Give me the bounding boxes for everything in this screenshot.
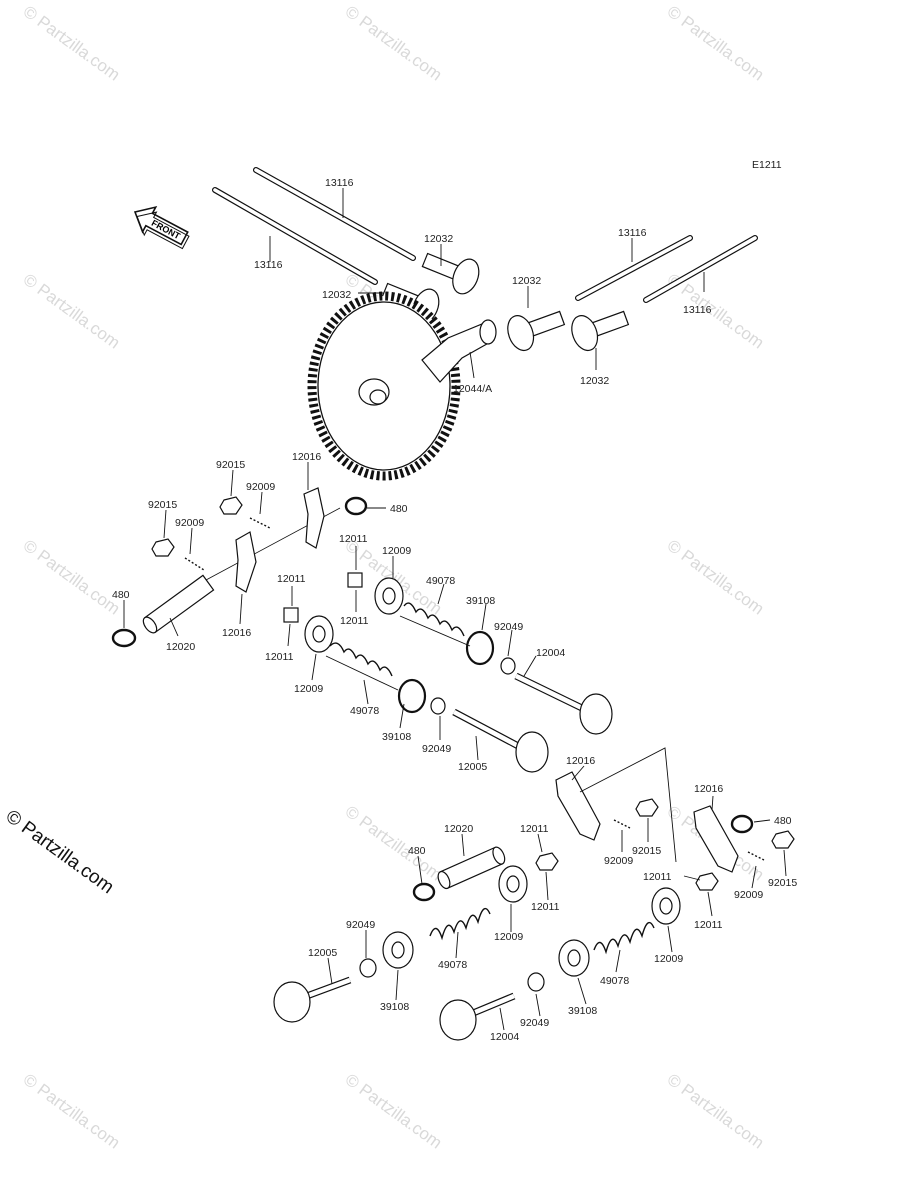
- valve-group-lower: [273, 865, 681, 1041]
- front-arrow: FRONT: [133, 205, 190, 250]
- label-adjusting-screw: 92009: [604, 855, 633, 867]
- watermark: © Partzilla.com: [20, 536, 124, 619]
- label-adjusting-screw: 92009: [734, 889, 763, 901]
- diagram-code: E1211: [752, 159, 782, 171]
- watermark: © Partzilla.com: [20, 270, 124, 353]
- label-stem-seal: 92049: [520, 1017, 549, 1029]
- watermark: © Partzilla.com: [342, 1070, 446, 1153]
- label-circlip: 480: [390, 503, 408, 515]
- watermark: © Partzilla.com: [20, 1070, 124, 1153]
- label-stem-seal: 92049: [494, 621, 523, 633]
- label-spring-seat: 39108: [466, 595, 495, 607]
- label-rocker-arm: 12016: [566, 755, 595, 767]
- label-valve-spring: 49078: [350, 705, 379, 717]
- valve-group-upper: [304, 577, 613, 773]
- label-spring-seat: 39108: [382, 731, 411, 743]
- label-stem-seal: 92049: [422, 743, 451, 755]
- label-adjusting-screw: 92009: [246, 481, 275, 493]
- label-spring-seat: 39108: [380, 1001, 409, 1013]
- watermark: © Partzilla.com: [342, 802, 446, 885]
- label-valve-spring: 49078: [438, 959, 467, 971]
- label-lifter: 12032: [322, 289, 351, 301]
- label-valve-spring: 49078: [600, 975, 629, 987]
- label-spring-seat: 39108: [568, 1005, 597, 1017]
- label-pivot: 12011: [531, 901, 560, 913]
- label-pushrod: 13116: [618, 227, 647, 239]
- label-nut: 92015: [768, 877, 797, 889]
- label-pivot: 12011: [265, 651, 294, 663]
- rocker-assembly-lower: [412, 747, 795, 902]
- label-pivot: 12011: [694, 919, 723, 931]
- label-stem-seal: 92049: [346, 919, 375, 931]
- label-spring-retainer: 12009: [382, 545, 411, 557]
- label-pivot: 12011: [520, 823, 549, 835]
- label-nut: 92015: [148, 499, 177, 511]
- label-pivot: 12011: [340, 615, 369, 627]
- label-nut: 92015: [216, 459, 245, 471]
- watermark: © Partzilla.com: [20, 2, 124, 85]
- watermark: © Partzilla.com: [664, 2, 768, 85]
- pushrods: [212, 167, 758, 303]
- watermark: © Partzilla.com: [342, 2, 446, 85]
- rocker-assembly-upper: [111, 487, 368, 648]
- label-rocker-arm: 12016: [222, 627, 251, 639]
- label-rocker-shaft: 12020: [444, 823, 473, 835]
- label-valve: 12005: [458, 761, 487, 773]
- label-pivot: 12011: [643, 871, 672, 883]
- watermark: © Partzilla.com: [664, 1070, 768, 1153]
- label-camshaft: 12044/A: [453, 383, 492, 395]
- label-rocker-shaft: 12020: [166, 641, 195, 653]
- label-valve: 12004: [490, 1031, 519, 1043]
- label-nut: 92015: [632, 845, 661, 857]
- label-spring-retainer: 12009: [494, 931, 523, 943]
- label-lifter: 12032: [580, 375, 609, 387]
- label-spring-retainer: 12009: [294, 683, 323, 695]
- part-labels: 13116 13116 13116 13116 12032 12032 1203…: [112, 177, 797, 1043]
- label-circlip: 480: [112, 589, 130, 601]
- label-valve: 12005: [308, 947, 337, 959]
- label-pivot: 12011: [339, 533, 368, 545]
- label-pushrod: 13116: [683, 304, 712, 316]
- label-lifter: 12032: [512, 275, 541, 287]
- label-valve-spring: 49078: [426, 575, 455, 587]
- label-valve: 12004: [536, 647, 565, 659]
- camshaft-gear: [307, 291, 497, 481]
- watermark: © Partzilla.com: [664, 536, 768, 619]
- label-rocker-arm: 12016: [694, 783, 723, 795]
- watermarks: © Partzilla.com © Partzilla.com © Partzi…: [20, 2, 768, 1153]
- label-circlip: 480: [408, 845, 426, 857]
- label-circlip: 480: [774, 815, 792, 827]
- leader-lines: [123, 188, 787, 1031]
- label-lifter: 12032: [424, 233, 453, 245]
- label-rocker-arm: 12016: [292, 451, 321, 463]
- label-adjusting-screw: 92009: [175, 517, 204, 529]
- label-pivot: 12011: [277, 573, 306, 585]
- label-spring-retainer: 12009: [654, 953, 683, 965]
- label-pushrod: 13116: [325, 177, 354, 189]
- label-pushrod: 13116: [254, 259, 283, 271]
